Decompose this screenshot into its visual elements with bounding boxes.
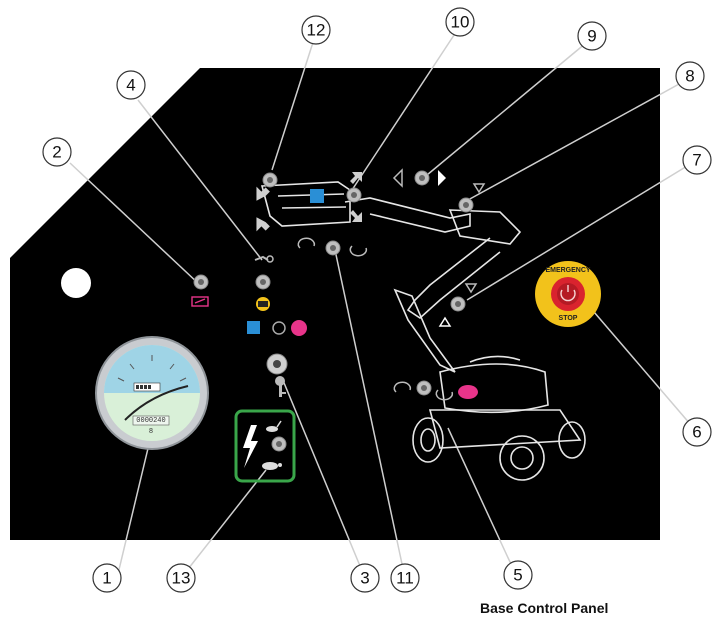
callout-label-7: 7 — [692, 151, 701, 170]
jib-boom-switch[interactable] — [347, 188, 361, 202]
lower-boom-switch[interactable] — [451, 297, 465, 311]
black-circle-indicator — [273, 322, 285, 334]
callout-12: 12 — [302, 16, 330, 44]
callout-9: 9 — [578, 22, 606, 50]
callout-label-10: 10 — [451, 13, 470, 32]
callout-label-3: 3 — [360, 569, 369, 588]
turntable-rotate-switch[interactable] — [417, 381, 431, 395]
magenta-circle-indicator — [291, 320, 307, 336]
hour-meter-gauge: 0000240 8 — [96, 337, 208, 449]
callout-label-2: 2 — [52, 143, 61, 162]
callout-label-11: 11 — [396, 569, 414, 588]
function-enable-toggle[interactable] — [272, 437, 286, 451]
callout-label-9: 9 — [587, 27, 596, 46]
callout-2: 2 — [43, 138, 71, 166]
emergency-stop-bottom-label: STOP — [559, 315, 578, 322]
callout-label-13: 13 — [172, 569, 191, 588]
callout-label-4: 4 — [126, 76, 135, 95]
hour-meter-digit: 8 — [149, 428, 153, 436]
callout-1: 1 — [93, 564, 121, 592]
hour-meter-reading: 0000240 — [136, 417, 165, 425]
callout-7: 7 — [683, 146, 711, 174]
platform-level-switch[interactable] — [263, 173, 277, 187]
service-toggle-switch[interactable] — [256, 275, 270, 289]
callout-label-12: 12 — [307, 21, 326, 40]
blue-square-indicator — [247, 321, 260, 334]
callout-label-1: 1 — [102, 569, 111, 588]
blue-platform-indicator — [310, 189, 324, 203]
panel-caption: Base Control Panel — [480, 600, 608, 616]
callout-10: 10 — [446, 8, 474, 36]
emergency-stop-top-label: EMERGENCY — [545, 267, 590, 274]
battery-toggle-switch[interactable] — [194, 275, 208, 289]
key-switch[interactable] — [267, 354, 287, 374]
platform-rotate-switch[interactable] — [326, 241, 340, 255]
callout-5: 5 — [504, 561, 532, 589]
mounting-hole — [61, 268, 91, 298]
callout-3: 3 — [351, 564, 379, 592]
callout-8: 8 — [676, 62, 704, 90]
service-indicator-icon — [256, 297, 270, 311]
callout-label-5: 5 — [513, 566, 522, 585]
magenta-turntable-indicator — [458, 385, 478, 399]
callout-label-8: 8 — [685, 67, 694, 86]
callout-label-6: 6 — [692, 423, 701, 442]
upper-boom-switch[interactable] — [459, 198, 473, 212]
callout-13: 13 — [167, 564, 195, 592]
boom-extend-switch[interactable] — [415, 171, 429, 185]
callout-11: 11 — [391, 564, 419, 592]
callout-4: 4 — [117, 71, 145, 99]
callout-6: 6 — [683, 418, 711, 446]
